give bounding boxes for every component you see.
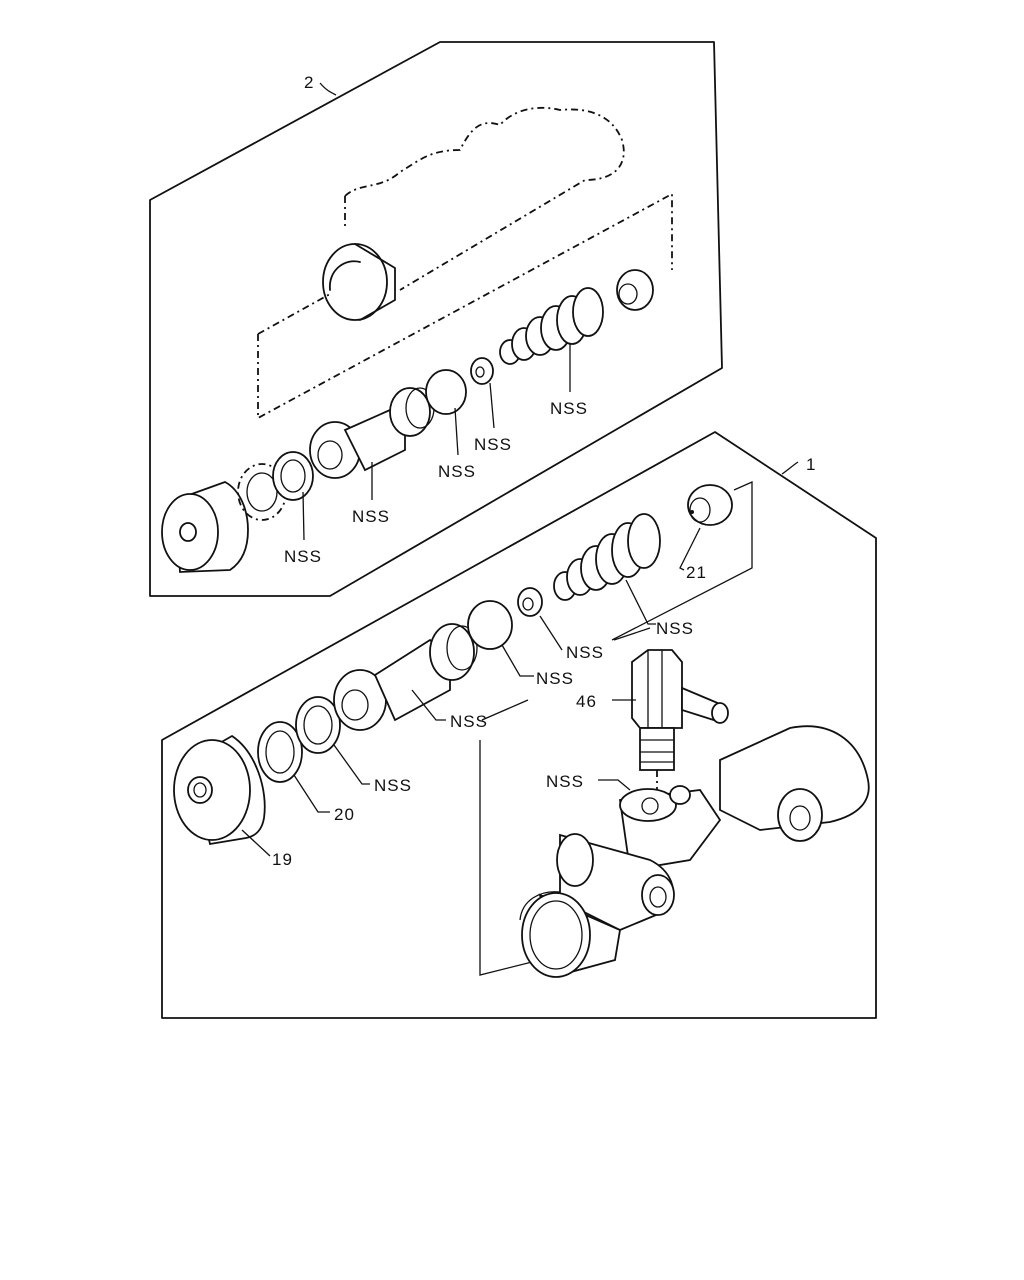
callout-21: 21 — [686, 563, 707, 582]
nss-label: NSS — [566, 643, 604, 662]
cylinder-bore-face — [322, 243, 388, 321]
assembly-1-parts — [173, 484, 733, 846]
assembly-2-stopper — [616, 269, 654, 311]
callout-2: 2 — [304, 73, 337, 96]
assembly-2-panel: NSS NSS NSS NSS NSS 2 — [149, 41, 723, 597]
nss-label: NSS — [450, 712, 488, 731]
callout-19: 19 — [272, 850, 293, 869]
part-20-washer — [257, 721, 303, 783]
assembly-1-seal — [295, 696, 341, 754]
callout-2-number: 2 — [304, 73, 314, 92]
callout-1: 1 — [781, 455, 816, 475]
assembly-1-cup — [467, 600, 513, 650]
assembly-1-callouts: 19 20 21 46 NSS NSS NSS NSS NSS NSS — [241, 527, 707, 869]
assembly-2-spring — [499, 287, 604, 365]
assembly-1-port-boss — [619, 788, 677, 822]
callout-1-number: 1 — [806, 455, 816, 474]
assembly-2-outline — [149, 41, 723, 597]
nss-label: NSS — [374, 776, 412, 795]
assembly-1-spring — [553, 513, 661, 601]
assembly-1-cylinder-body — [519, 725, 870, 978]
nss-label: NSS — [352, 507, 390, 526]
nss-label: NSS — [550, 399, 588, 418]
part-21-stopper — [687, 484, 733, 526]
assembly-2-piston — [389, 387, 431, 437]
nss-label: NSS — [656, 619, 694, 638]
callout-46: 46 — [576, 692, 597, 711]
assembly-2-nss-callouts: NSS NSS NSS NSS NSS — [284, 344, 588, 566]
body-bracket — [479, 740, 541, 976]
nss-label: NSS — [546, 772, 584, 791]
nss-label: NSS — [284, 547, 322, 566]
part-46-fitting — [631, 649, 729, 792]
assembly-2-retainer — [470, 357, 494, 385]
assembly-1-outline — [161, 431, 877, 1019]
stopper-bracket — [611, 480, 753, 641]
assembly-1-bore-face — [521, 892, 591, 978]
assembly-1-retainer — [517, 587, 543, 617]
assembly-1-piston — [429, 623, 475, 681]
nss-label: NSS — [474, 435, 512, 454]
assembly-1-panel: 1 — [161, 431, 877, 1019]
nss-label: NSS — [536, 669, 574, 688]
assembly-2-parts — [161, 269, 654, 573]
callout-20: 20 — [334, 805, 355, 824]
assembly-2-cup — [425, 369, 467, 415]
assembly-2-seal — [272, 451, 314, 501]
assembly-2-phantom-body — [257, 106, 673, 420]
nss-label: NSS — [438, 462, 476, 481]
